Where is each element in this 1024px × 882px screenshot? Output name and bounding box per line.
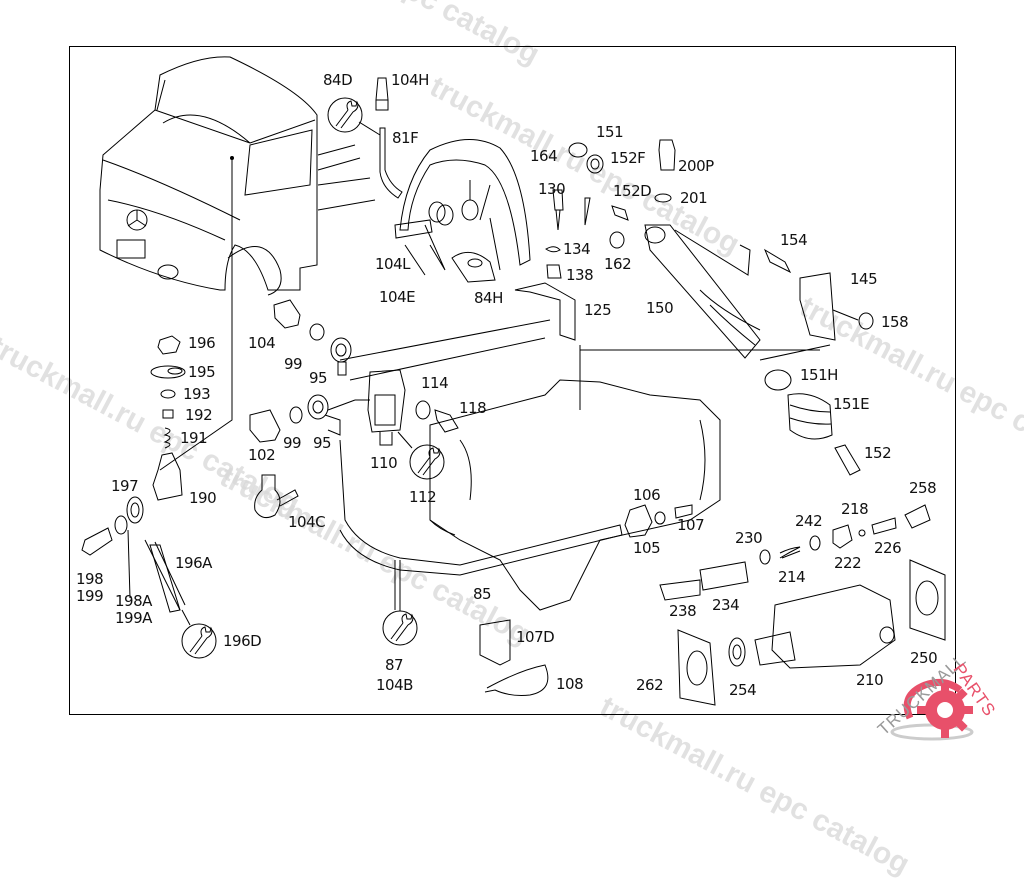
callout-label: 197: [111, 477, 139, 495]
callout-label: 199A: [115, 609, 152, 627]
callout-label: 104C: [288, 513, 326, 531]
callout-label: 193: [183, 385, 211, 403]
callout-label: 104L: [375, 255, 411, 273]
wrench-icon: [397, 431, 445, 480]
callout-label: 196D: [223, 632, 262, 650]
callout-label: 125: [584, 301, 612, 319]
callout-label: 104: [248, 334, 276, 352]
callout-label: 85: [473, 585, 492, 603]
callout-label: 95: [313, 434, 332, 452]
callout-label: 152F: [610, 149, 646, 167]
callout-label: 81F: [392, 129, 419, 147]
callout-label: 238: [669, 602, 697, 620]
callout-label: 201: [680, 189, 708, 207]
callout-label: 192: [185, 406, 213, 424]
callout-label: 191: [180, 429, 208, 447]
callout-label: 198: [76, 570, 104, 588]
callout-label: 99: [284, 355, 303, 373]
truck-cab-illustration: [99, 56, 376, 471]
callout-label: 154: [780, 231, 808, 249]
callout-label: 226: [874, 539, 902, 557]
callout-label: 222: [834, 554, 862, 572]
callout-label: 134: [563, 240, 591, 258]
callout-label: 84D: [323, 71, 353, 89]
diagram-drawing: [81, 56, 946, 706]
brand-logo: TRUCKMALL PARTS: [870, 640, 1020, 750]
callout-label: 150: [646, 299, 674, 317]
callout-label: 254: [729, 681, 757, 699]
callout-label: 95: [309, 369, 328, 387]
callout-label: 114: [421, 374, 449, 392]
callout-label: 190: [189, 489, 217, 507]
callout-label: 130: [538, 180, 566, 198]
callout-label: 99: [283, 434, 302, 452]
callout-label: 107: [677, 516, 705, 534]
callout-label: 162: [604, 255, 632, 273]
callout-label: 145: [850, 270, 878, 288]
callout-label: 104E: [379, 288, 416, 306]
callout-label: 199: [76, 587, 104, 605]
callout-label: 218: [841, 500, 869, 518]
wrench-icon: [181, 609, 217, 659]
callout-label: 210: [856, 671, 884, 689]
wrench-icon: [382, 560, 418, 646]
callout-label: 214: [778, 568, 806, 586]
callout-label: 84H: [474, 289, 503, 307]
callout-label: 102: [248, 446, 276, 464]
callout-label: 152: [864, 444, 892, 462]
gear-logo-icon: [890, 678, 974, 741]
callout-label: 152D: [613, 182, 652, 200]
callout-label: 195: [188, 363, 216, 381]
wrench-icon: [327, 97, 381, 136]
callout-label: 158: [881, 313, 909, 331]
callout-label: 196A: [175, 554, 212, 572]
callout-label: 110: [370, 454, 398, 472]
callout-label: 138: [566, 266, 594, 284]
callout-label: 151E: [833, 395, 870, 413]
callout-label: 242: [795, 512, 823, 530]
callout-label: 107D: [516, 628, 555, 646]
callout-label: 112: [409, 488, 437, 506]
callout-label: 106: [633, 486, 661, 504]
callout-label: 196: [188, 334, 216, 352]
callout-label: 118: [459, 399, 487, 417]
callout-label: 151: [596, 123, 624, 141]
callout-label: 104H: [391, 71, 429, 89]
callout-label: 151H: [800, 366, 838, 384]
callout-label: 230: [735, 529, 763, 547]
callout-label: 234: [712, 596, 740, 614]
callout-label: 105: [633, 539, 661, 557]
callout-label: 250: [910, 649, 938, 667]
callout-label: 104B: [376, 676, 413, 694]
callout-label: 262: [636, 676, 664, 694]
callout-label: 87: [385, 656, 404, 674]
callout-label: 258: [909, 479, 937, 497]
callout-label: 198A: [115, 592, 152, 610]
callout-label: 108: [556, 675, 584, 693]
callout-label: 200P: [678, 157, 714, 175]
callout-label: 164: [530, 147, 558, 165]
diagram-frame: [69, 46, 956, 715]
